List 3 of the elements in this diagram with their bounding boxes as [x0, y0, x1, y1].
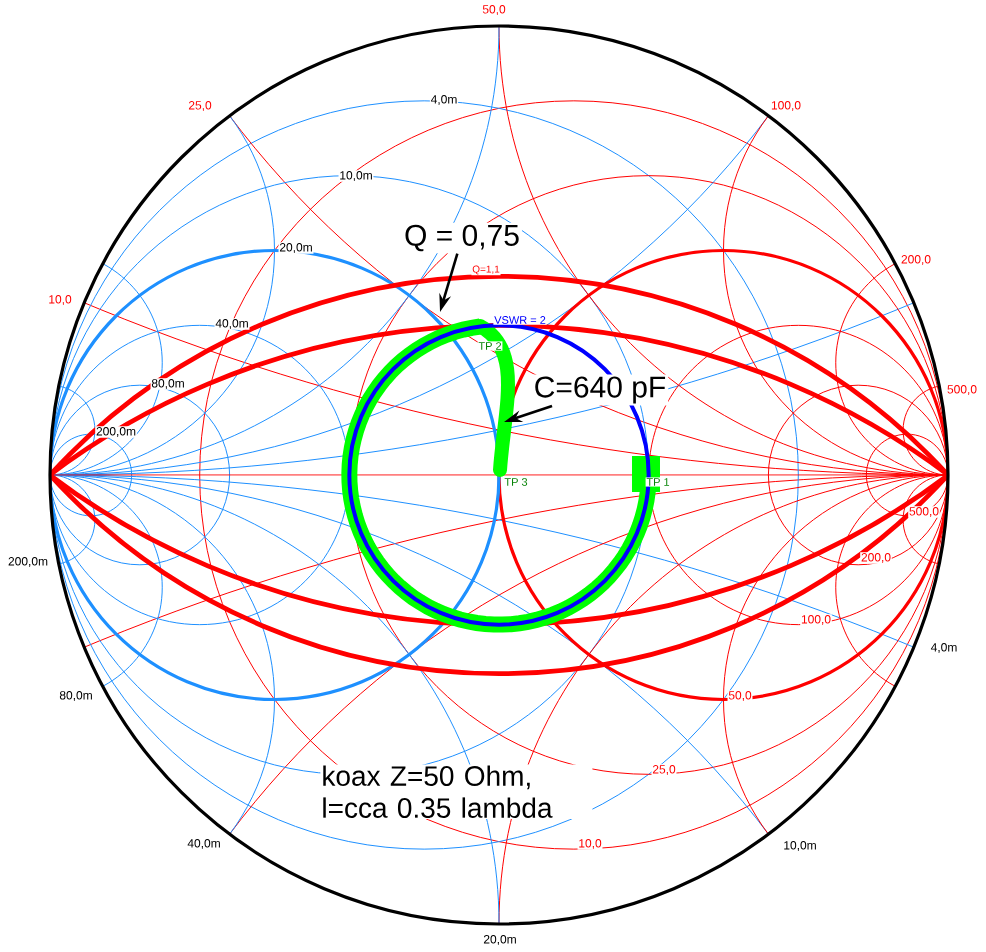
annotation-text: Q = 0,75: [402, 222, 522, 254]
note-text: koax Z=50 Ohm, l=cca 0.35 lambda: [320, 764, 593, 819]
annotation-text: C=640 pF: [531, 374, 669, 406]
